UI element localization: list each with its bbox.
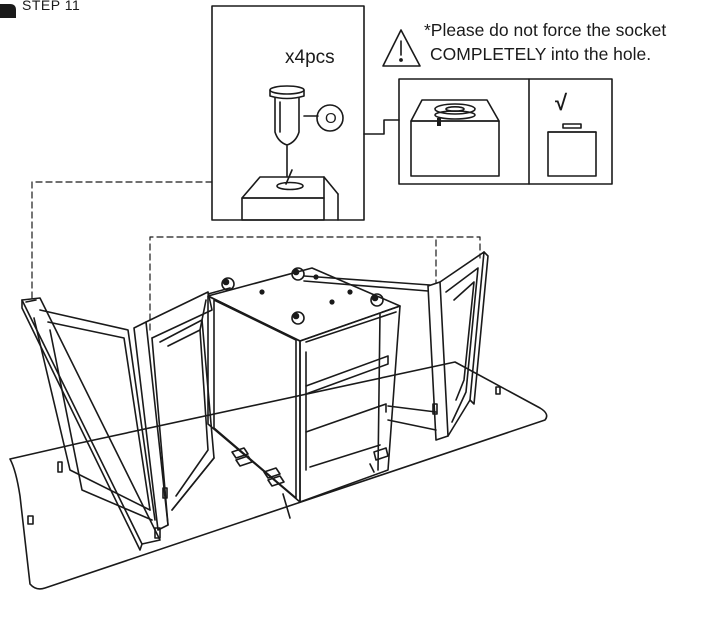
warning-triangle-icon — [382, 29, 421, 67]
quantity-label: x4pcs — [285, 47, 335, 68]
comparison-panel — [398, 78, 613, 185]
cabinet-body — [207, 267, 401, 503]
part-letter-label: O — [325, 110, 337, 127]
correct-check-mark: √ — [555, 90, 568, 115]
warning-text-line1: *Please do not force the socket — [424, 20, 667, 40]
left-door-inner — [133, 291, 215, 531]
socket-correct-view — [547, 123, 597, 177]
base-board — [9, 361, 548, 590]
block-with-hole — [241, 176, 339, 221]
dashed-guides — [31, 181, 481, 331]
cabinet-sockets — [221, 267, 384, 325]
detail-connector — [363, 119, 400, 135]
warning-text-line2: COMPLETELY into the hole. — [430, 44, 652, 64]
socket-detail-box — [211, 5, 365, 221]
step-badge-icon — [0, 4, 16, 18]
step-label: STEP 11 — [22, 0, 81, 13]
socket-part-icon — [269, 85, 344, 185]
right-door — [387, 251, 489, 441]
hinge-rods — [207, 275, 431, 295]
left-door-outer — [21, 297, 161, 551]
hinges — [231, 447, 389, 487]
socket-incorrect-view — [410, 99, 500, 177]
